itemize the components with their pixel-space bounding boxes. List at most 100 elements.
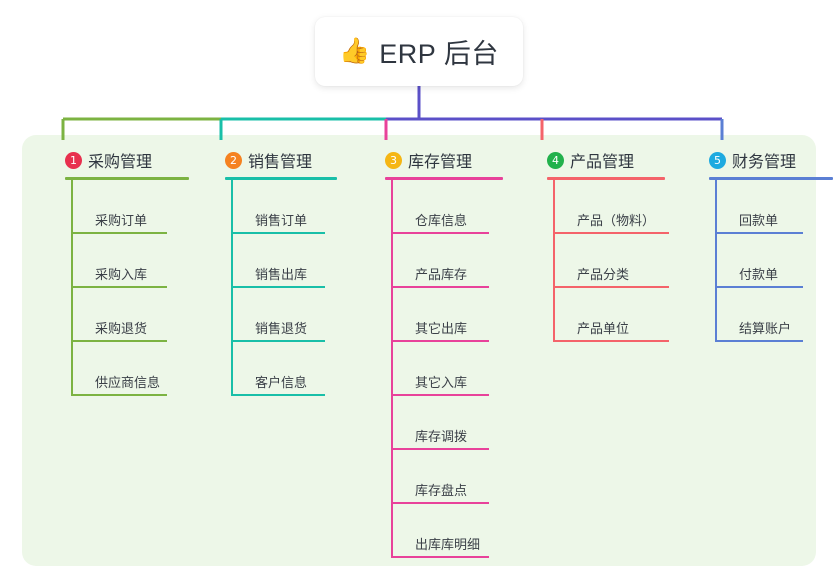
branch-item-label: 其它出库: [415, 321, 468, 336]
branch-item-rule: [715, 340, 803, 342]
branch-item[interactable]: 采购入库: [71, 234, 205, 288]
branch-item[interactable]: 销售出库: [231, 234, 365, 288]
branch-item-label: 采购订单: [95, 213, 148, 228]
branch-item-rule: [231, 394, 325, 396]
branch-number-badge: 3: [385, 151, 402, 169]
branch-item-rule: [553, 340, 669, 342]
branch-item-label: 库存盘点: [415, 483, 468, 498]
branch-header-4[interactable]: 4 产品管理: [527, 148, 687, 172]
branch-header-1[interactable]: 1 采购管理: [45, 148, 205, 172]
branch-item-label: 产品（物料）: [577, 213, 656, 228]
root-node[interactable]: 👍 ERP 后台: [315, 17, 523, 86]
branch-title-rule: [547, 177, 665, 180]
branch-item-rule: [391, 232, 489, 234]
branch-item[interactable]: 产品分类: [553, 234, 687, 288]
branch-item-rule: [391, 502, 489, 504]
branch-title: 财务管理: [732, 154, 797, 171]
branch-header-2[interactable]: 2 销售管理: [205, 148, 365, 172]
branch-item-rule: [715, 286, 803, 288]
branch-title-rule: [385, 177, 503, 180]
branch-item-label: 库存调拨: [415, 429, 468, 444]
branch-title-rule: [65, 177, 189, 180]
branch-item-label: 采购入库: [95, 267, 148, 282]
branch-item-label: 客户信息: [255, 375, 308, 390]
branch-item-label: 采购退货: [95, 321, 148, 336]
branch-item-label: 其它入库: [415, 375, 468, 390]
branch-item[interactable]: 出库库明细: [391, 504, 525, 558]
branch-item-list: 回款单付款单结算账户: [715, 180, 839, 342]
branch-item-rule: [71, 286, 167, 288]
branch-item-label: 付款单: [739, 267, 779, 282]
branch-column-4: 4 产品管理产品（物料） 产品分类产品单位: [527, 148, 687, 342]
branch-item-list: 采购订单采购入库采购退货供应商信息: [71, 180, 205, 396]
branch-item[interactable]: 采购订单: [71, 180, 205, 234]
branch-item[interactable]: 销售退货: [231, 288, 365, 342]
branch-item[interactable]: 其它出库: [391, 288, 525, 342]
branch-item[interactable]: 销售订单: [231, 180, 365, 234]
branch-item[interactable]: 供应商信息: [71, 342, 205, 396]
branch-spine: [391, 180, 393, 558]
branch-column-5: 5 财务管理回款单付款单结算账户: [689, 148, 839, 342]
branch-item[interactable]: 结算账户: [715, 288, 839, 342]
branch-item[interactable]: 仓库信息: [391, 180, 525, 234]
branch-spine: [231, 180, 233, 396]
branch-item-rule: [231, 232, 325, 234]
branch-item-rule: [231, 286, 325, 288]
branch-item-list: 销售订单销售出库销售退货客户信息: [231, 180, 365, 396]
branch-number-badge: 5: [709, 151, 726, 169]
branch-item-label: 出库库明细: [415, 537, 481, 552]
thumbs-up-icon: 👍: [339, 37, 371, 65]
branch-item[interactable]: 产品库存: [391, 234, 525, 288]
branch-item-rule: [553, 232, 669, 234]
branch-item-list: 产品（物料） 产品分类产品单位: [553, 180, 687, 342]
branch-title: 产品管理: [570, 154, 635, 171]
branch-column-3: 3 库存管理仓库信息产品库存其它出库其它入库库存调拨库存盘点出库库明细: [365, 148, 525, 558]
branch-item-rule: [71, 232, 167, 234]
branch-item[interactable]: 产品（物料）: [553, 180, 687, 234]
branch-item-label: 回款单: [739, 213, 779, 228]
branch-item-rule: [553, 286, 669, 288]
branch-item[interactable]: 采购退货: [71, 288, 205, 342]
branch-item[interactable]: 付款单: [715, 234, 839, 288]
branch-item[interactable]: 库存调拨: [391, 396, 525, 450]
branch-item[interactable]: 产品单位: [553, 288, 687, 342]
branch-spine: [553, 180, 555, 342]
root-node-title: ERP 后台: [379, 39, 499, 69]
branch-number-badge: 2: [225, 151, 242, 169]
branch-item-label: 产品分类: [577, 267, 630, 282]
branch-item[interactable]: 库存盘点: [391, 450, 525, 504]
branch-item-label: 销售出库: [255, 267, 308, 282]
branch-title-rule: [225, 177, 337, 180]
branch-item-label: 供应商信息: [95, 375, 161, 390]
branch-item-label: 结算账户: [739, 321, 792, 336]
branch-item-rule: [391, 556, 489, 558]
branch-title-rule: [709, 177, 833, 180]
branch-number-badge: 4: [547, 151, 564, 169]
branch-spine: [71, 180, 73, 396]
branch-item-rule: [715, 232, 803, 234]
branch-item[interactable]: 回款单: [715, 180, 839, 234]
branch-item-label: 销售退货: [255, 321, 308, 336]
branch-item[interactable]: 客户信息: [231, 342, 365, 396]
branch-item-label: 销售订单: [255, 213, 308, 228]
branch-item-rule: [71, 340, 167, 342]
branch-item-rule: [391, 340, 489, 342]
branch-title: 采购管理: [88, 154, 153, 171]
branch-title: 销售管理: [248, 154, 313, 171]
branch-item-label: 产品单位: [577, 321, 630, 336]
branches-panel: [22, 135, 816, 566]
branch-header-5[interactable]: 5 财务管理: [689, 148, 839, 172]
branch-item[interactable]: 其它入库: [391, 342, 525, 396]
branch-item-rule: [391, 394, 489, 396]
branch-header-3[interactable]: 3 库存管理: [365, 148, 525, 172]
branch-item-rule: [71, 394, 167, 396]
branch-column-1: 1 采购管理采购订单采购入库采购退货供应商信息: [45, 148, 205, 396]
branch-item-list: 仓库信息产品库存其它出库其它入库库存调拨库存盘点出库库明细: [391, 180, 525, 558]
branch-column-2: 2 销售管理销售订单销售出库销售退货客户信息: [205, 148, 365, 396]
branch-number-badge: 1: [65, 151, 82, 169]
branch-title: 库存管理: [408, 154, 473, 171]
branch-spine: [715, 180, 717, 342]
branch-item-rule: [391, 448, 489, 450]
